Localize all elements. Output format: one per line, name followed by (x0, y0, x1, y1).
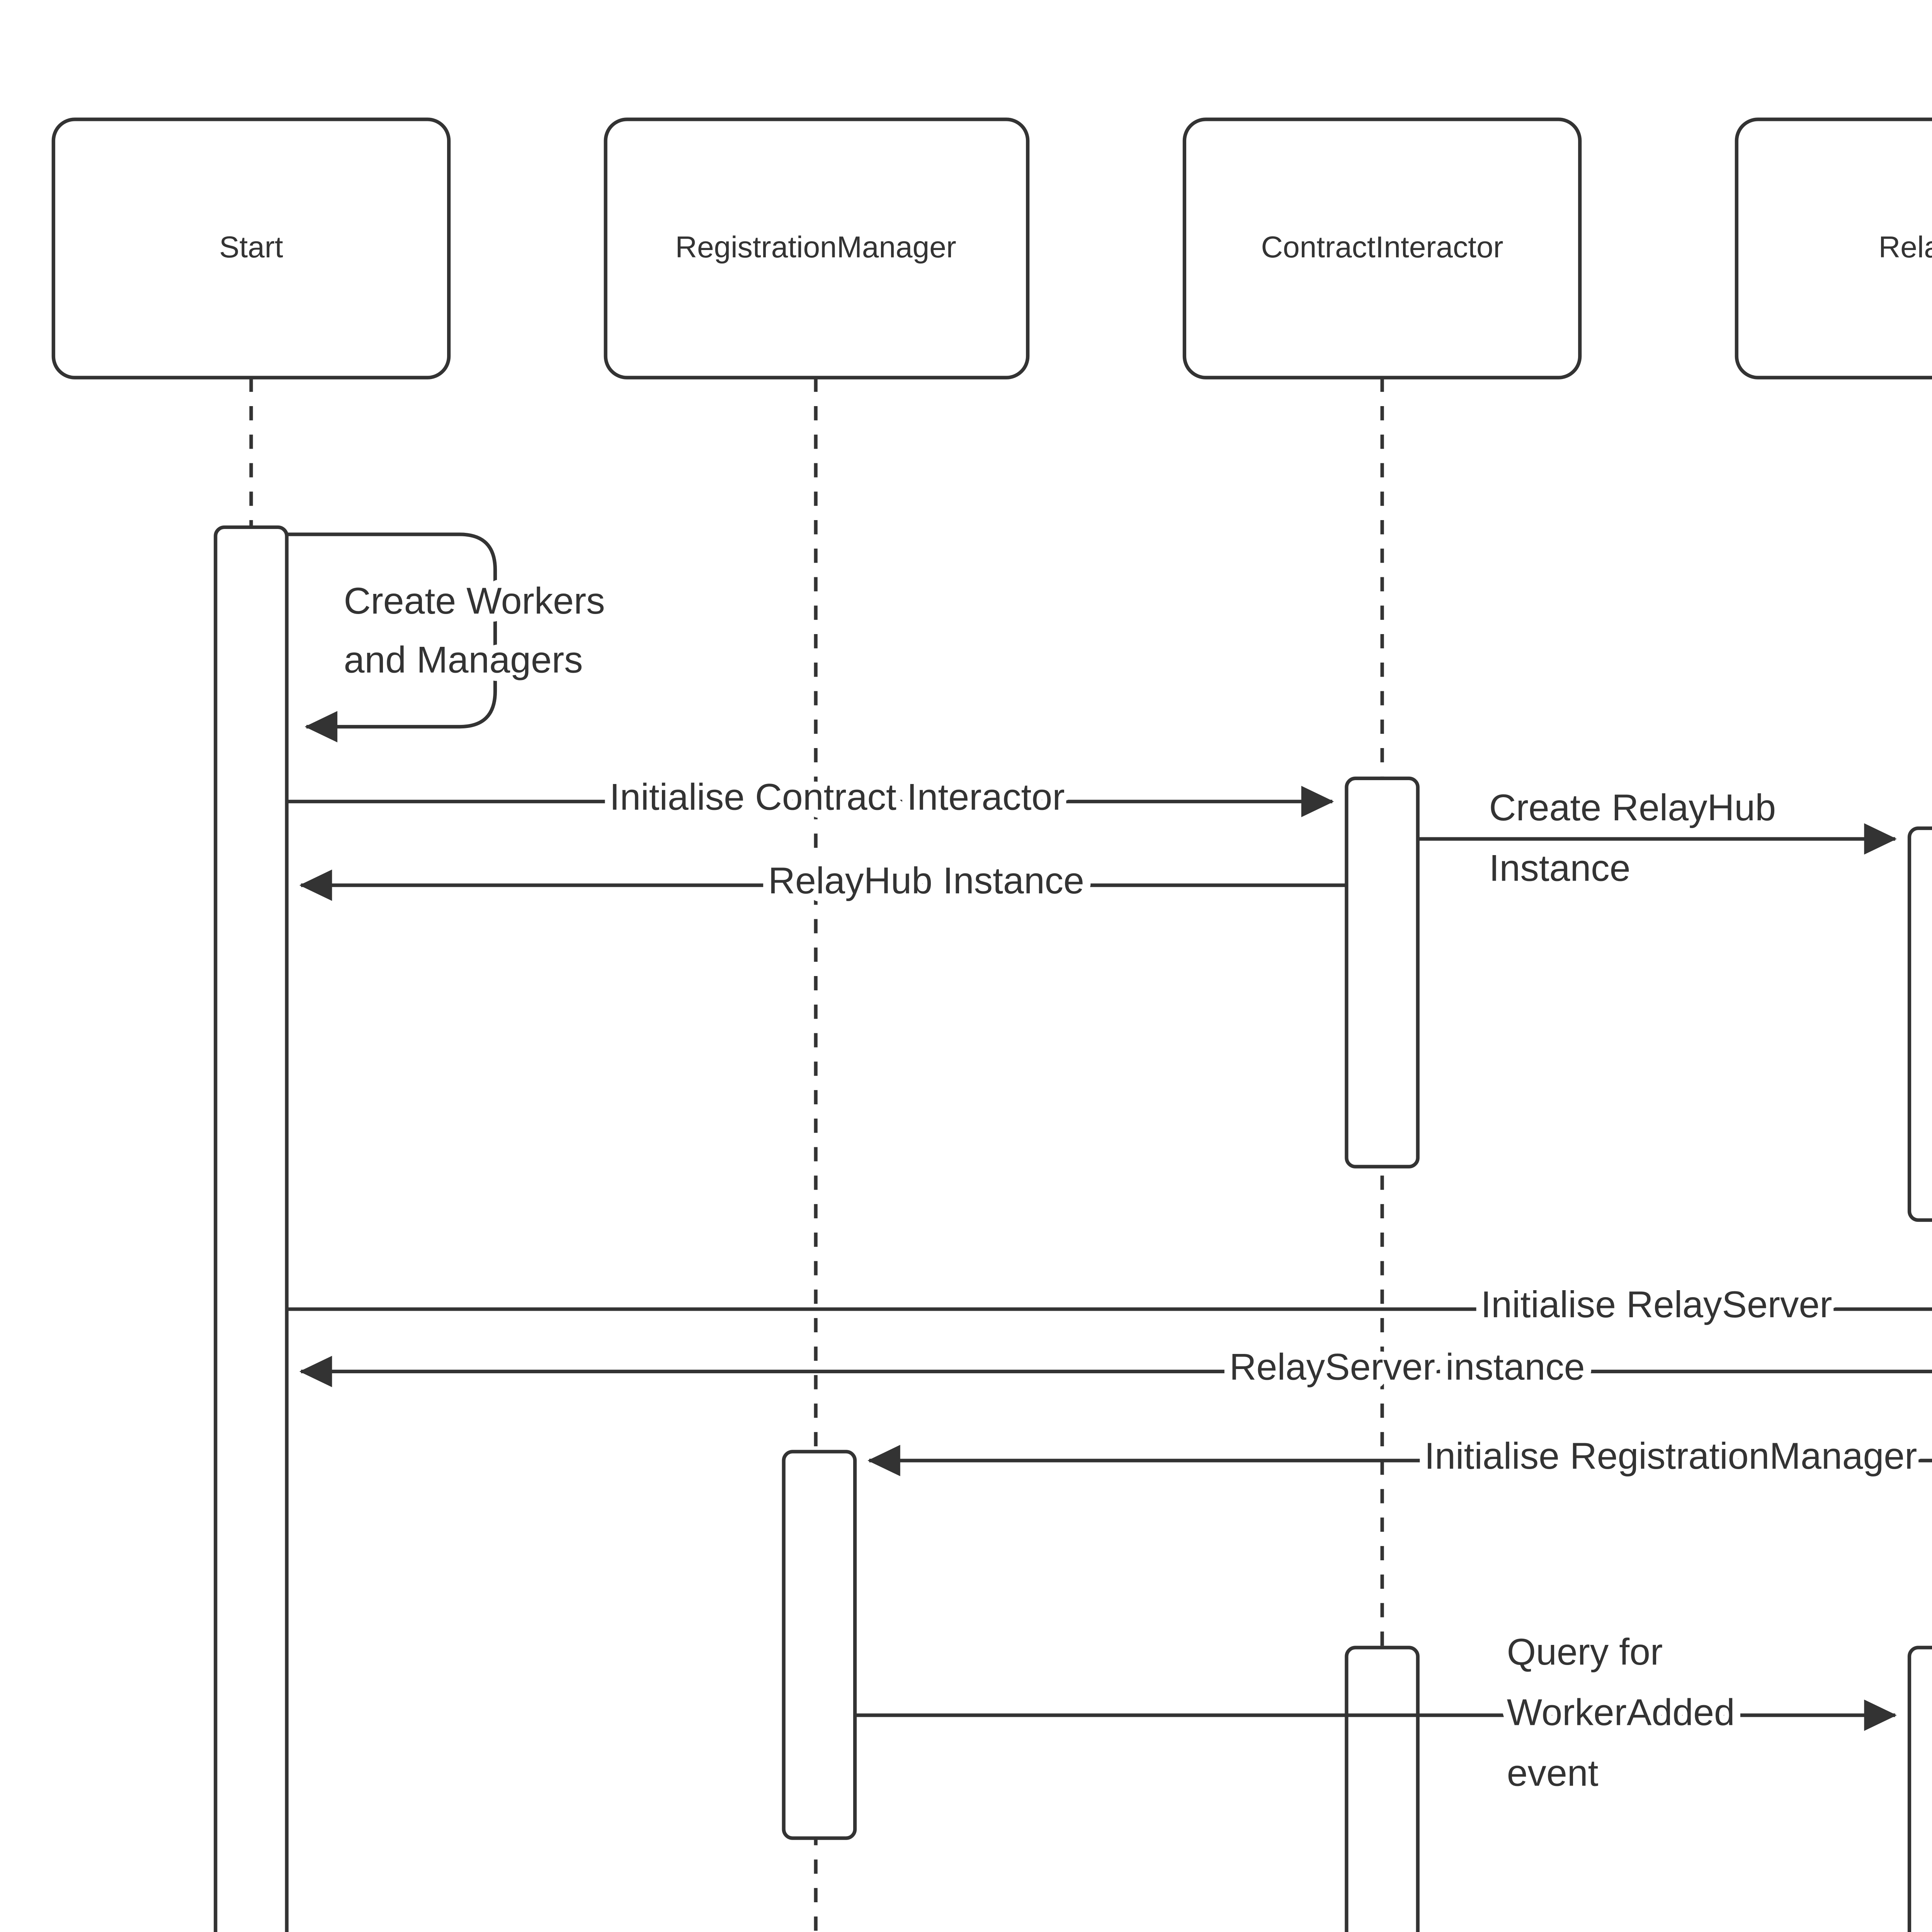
message-label-initialise-relayserver: Initialise RelayServer (1481, 1283, 1832, 1325)
activation-start (214, 525, 289, 1932)
message-label-create-relayhub-line2: Instance (1489, 847, 1631, 889)
actor-box-start (51, 117, 451, 379)
actor-label-registrationmanager: RegistrationManager (675, 230, 956, 264)
message-label-relayserver-instance: RelayServer instance (1230, 1345, 1585, 1388)
message-label-create-workers-line2: and Managers (344, 638, 583, 680)
message-label-create-relayhub-line1: Create RelayHub (1489, 786, 1776, 828)
actor-box-registrationmanager (604, 117, 1030, 379)
actor-contractinteractor: ContractInteractor (1182, 117, 1582, 379)
actor-start: Start (51, 117, 451, 379)
actor-relayhub: RelayHub (1735, 117, 1932, 379)
activation-contractinteractor-1 (1345, 776, 1420, 1168)
actor-label-contractinteractor: ContractInteractor (1261, 230, 1503, 264)
actor-box-contractinteractor (1182, 117, 1582, 379)
activation-contractinteractor-2 (1345, 1646, 1420, 1932)
message-label-create-workers-line1: Create Workers (344, 580, 605, 622)
message-label-initialise-contract-interactor: Initialise Contract Interactor (609, 776, 1065, 818)
actor-label-relayhub: RelayHub (1879, 230, 1932, 264)
message-label-query-workeradded-line3: event (1507, 1752, 1599, 1794)
actor-box-relayhub (1735, 117, 1932, 379)
message-label-query-workeradded-line2: WorkerAdded (1507, 1691, 1735, 1733)
message-label-query-workeradded-line1: Query for (1507, 1631, 1663, 1673)
message-label-relayhub-instance: RelayHub Instance (768, 859, 1084, 901)
activation-relayhub-2 (1907, 1646, 1932, 1932)
activation-registrationmanager (782, 1450, 857, 1840)
actor-registrationmanager: RegistrationManager (604, 117, 1030, 379)
actor-label-start: Start (219, 230, 283, 264)
message-label-initialise-registrationmanager: Initialise RegistrationManager (1424, 1435, 1917, 1477)
message-arrow-create-workers (287, 532, 497, 743)
activation-relayhub-1 (1907, 826, 1932, 1222)
